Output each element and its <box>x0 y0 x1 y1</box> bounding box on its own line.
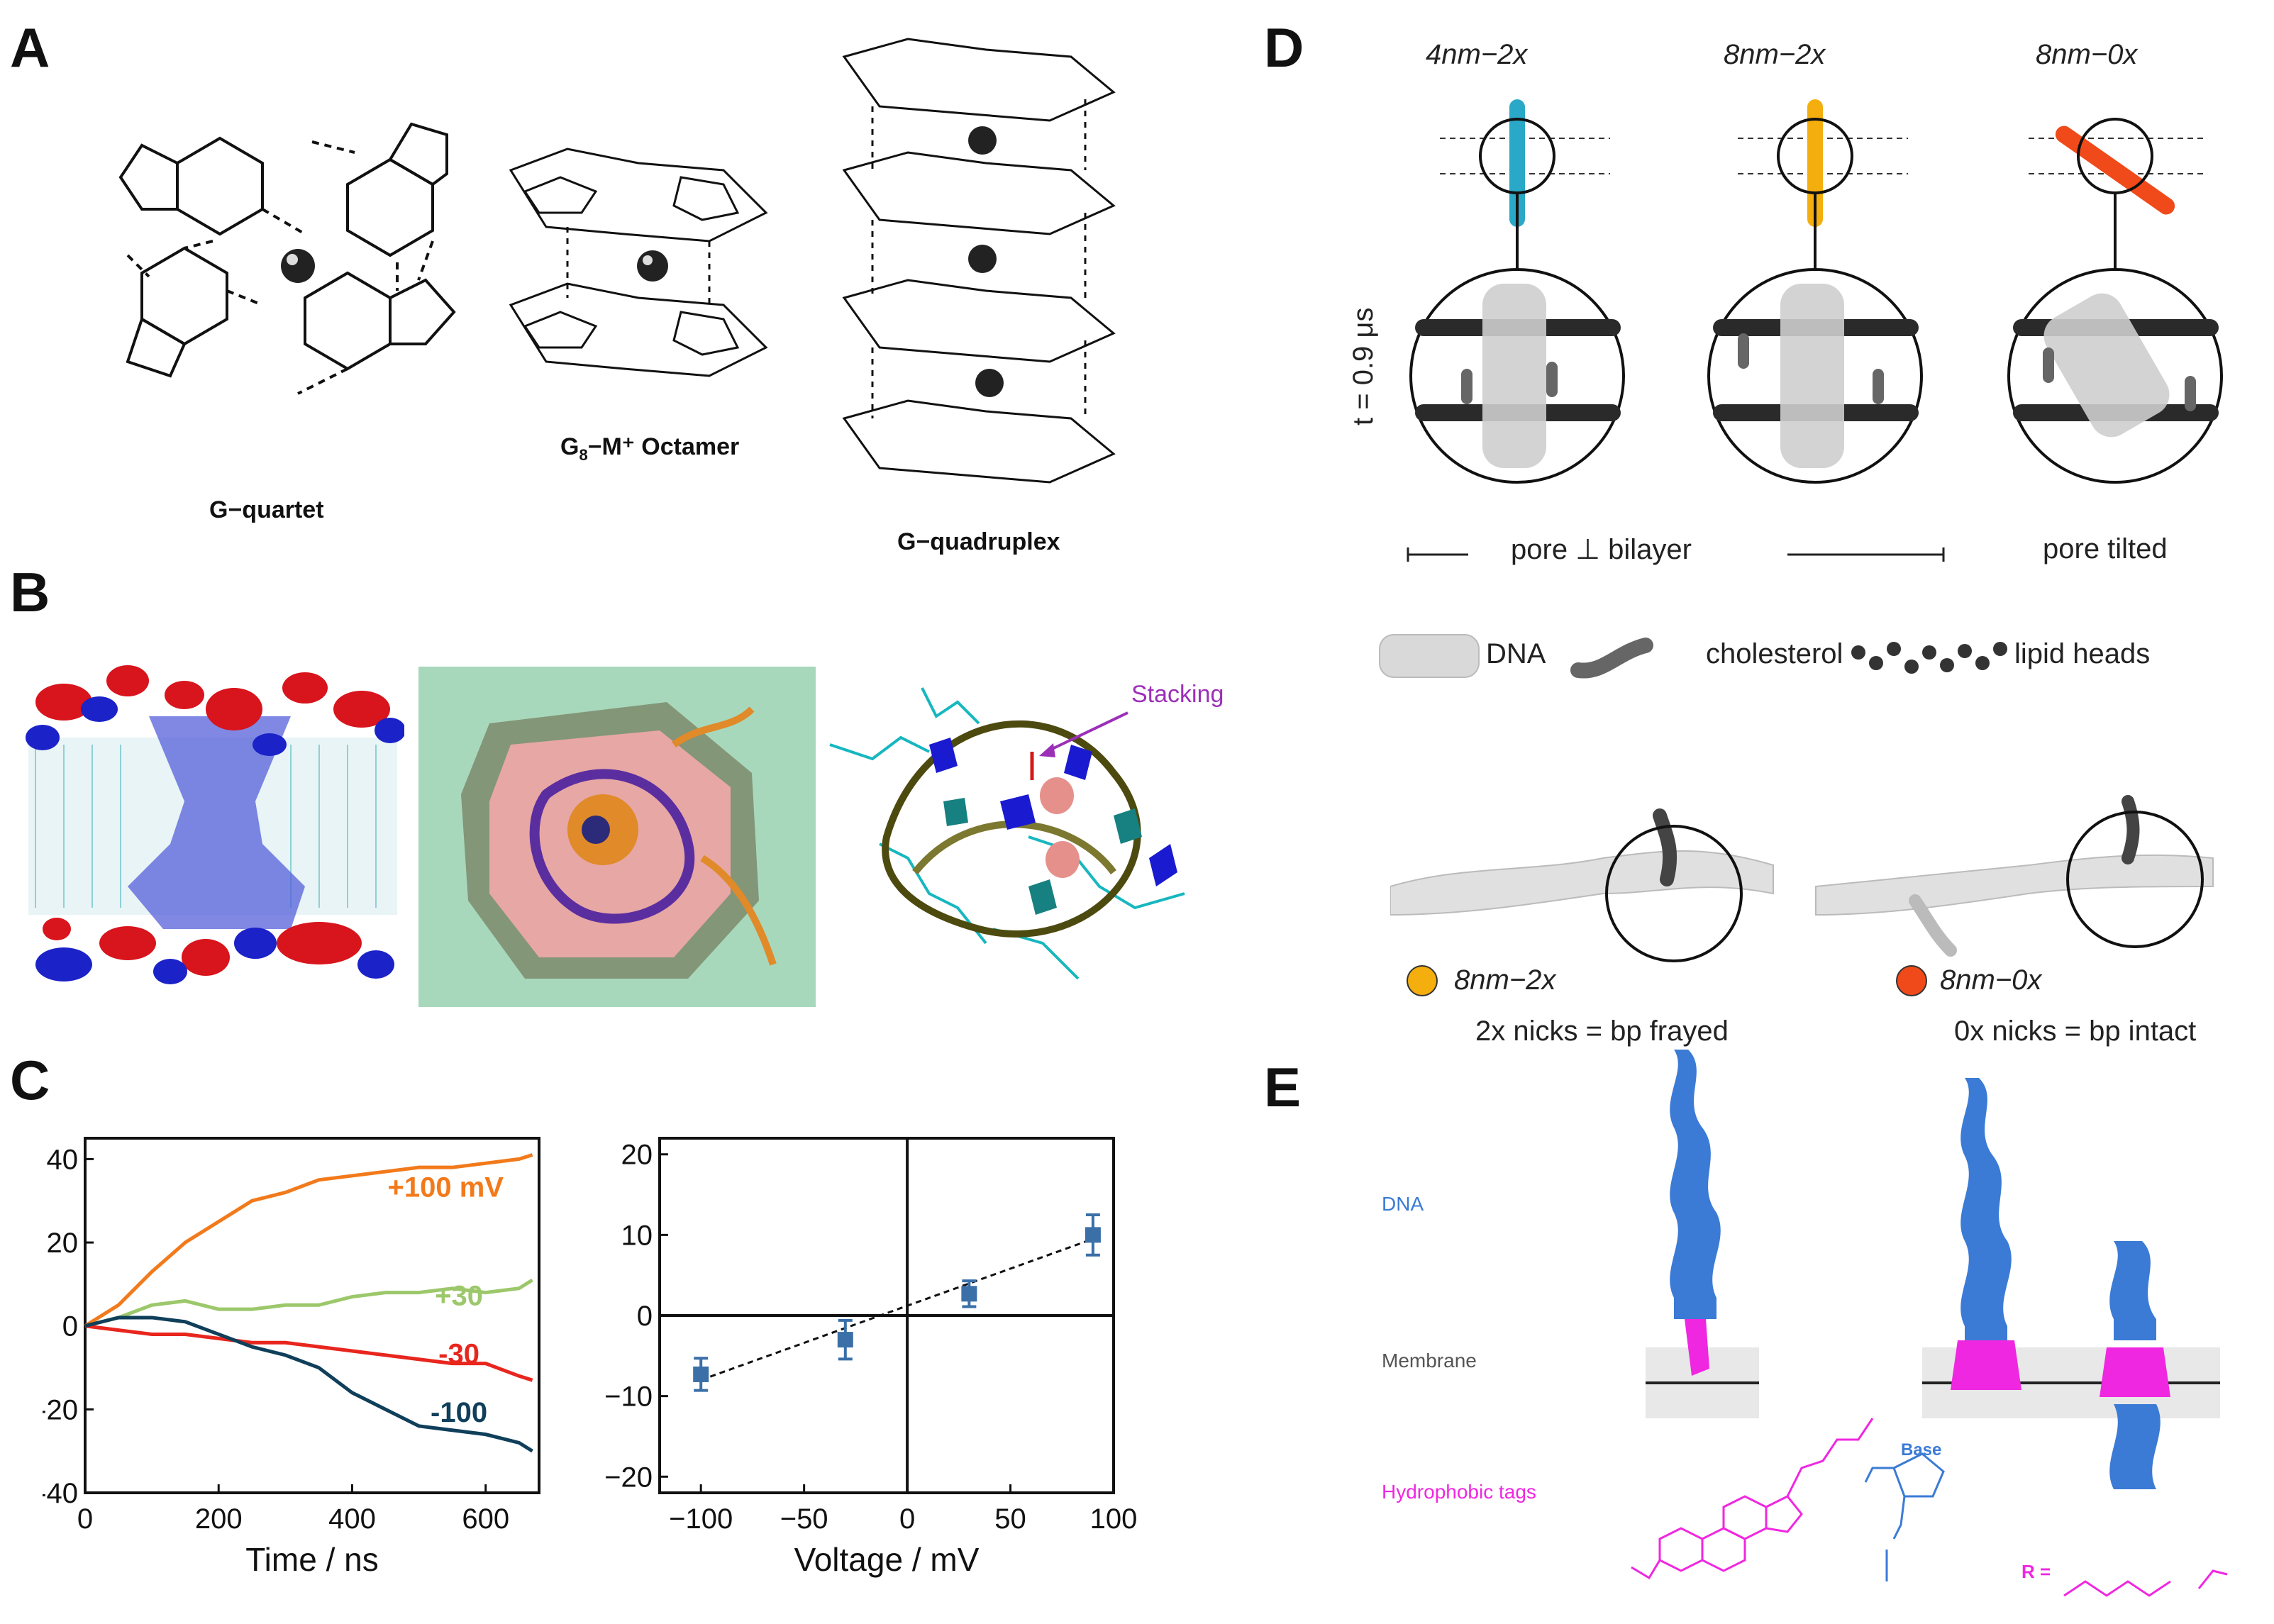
c-left-xlabel: Time / ns <box>245 1541 378 1578</box>
c-left-series-line <box>84 1153 533 1328</box>
c-right-point <box>1085 1227 1101 1243</box>
c-right-xtick-label: 50 <box>994 1503 1026 1535</box>
panel-d-simulation-graphic <box>1407 99 2223 562</box>
d-perp-label: pore ⊥ bilayer <box>1511 534 1692 565</box>
d-col-title-3: 8nm−0x <box>2036 39 2138 70</box>
c-left-ytick-label: 0 <box>62 1311 78 1342</box>
d-time-label: t = 0.9 μs <box>1348 307 1379 426</box>
quadruplex-structure <box>842 38 1116 484</box>
panel-letter-e: E <box>1264 1056 1302 1118</box>
octamer-label-pre: G <box>560 433 579 460</box>
c-left-xtick-label: 0 <box>77 1503 93 1535</box>
panel-letter-b: B <box>10 561 50 623</box>
legend-lipid-label: lipid heads <box>2014 638 2151 669</box>
g-quadruplex-label: G−quadruplex <box>897 528 1060 555</box>
c-left-series-label: +30 <box>435 1280 483 1311</box>
g-quartet-structure <box>118 122 456 395</box>
quadruplex-ion-1 <box>968 126 997 155</box>
c-left-series-label: +100 mV <box>388 1172 504 1203</box>
c-left-series-line <box>84 1278 533 1328</box>
c-right-point <box>961 1286 977 1302</box>
d-bottom-left-title: 8nm−2x <box>1454 964 1556 996</box>
c-left-xtick-label: 200 <box>195 1503 243 1535</box>
d-col-title-2: 8nm−2x <box>1724 39 1826 70</box>
pore-8nm-0x <box>2055 126 2175 215</box>
c-right-fit-line <box>700 1238 1094 1381</box>
pore-8nm-2x <box>1807 99 1823 227</box>
quadruplex-ion-2 <box>968 245 997 273</box>
panel-d-bottom-graphic <box>1390 795 2214 962</box>
panel-b-membrane-render <box>26 665 404 984</box>
c-right-xtick-label: −50 <box>780 1503 828 1535</box>
c-right-point <box>693 1366 709 1382</box>
d-bottom-right-caption: 0x nicks = bp intact <box>1954 1016 2197 1047</box>
octamer-structure <box>509 148 768 377</box>
octamer-label-post: −M⁺ Octamer <box>587 433 740 460</box>
legend-lipid-icon <box>1851 642 2007 674</box>
e-membrane-label: Membrane <box>1382 1350 1477 1372</box>
d-bottom-right-marker <box>1896 965 1927 996</box>
panel-a-graphic <box>118 38 1116 484</box>
panel-letter-c: C <box>10 1049 50 1111</box>
c-right-ytick-label: 0 <box>637 1301 653 1332</box>
panel-e-graphic: Base R = <box>1631 1050 2228 1597</box>
d-legend-icons <box>1379 634 2007 679</box>
c-left-ytick-label: -20 <box>43 1394 78 1425</box>
panel-b-pore-surface-render <box>418 667 816 1007</box>
c-left-series-label: -30 <box>438 1339 479 1370</box>
d-col-title-1: 4nm−2x <box>1426 39 1528 70</box>
panel-letter-d: D <box>1264 16 1304 79</box>
c-left-ytick-label: 40 <box>47 1144 79 1175</box>
d-tilted-label: pore tilted <box>2043 533 2168 564</box>
legend-dna-label: DNA <box>1486 638 1546 669</box>
octamer-ion <box>637 250 668 282</box>
c-left-series-line <box>84 1324 533 1382</box>
g-quartet-label: G−quartet <box>209 496 324 523</box>
c-right-xtick-label: −100 <box>669 1503 733 1535</box>
c-left-plot-frame <box>84 1137 540 1494</box>
e-dna-label: DNA <box>1382 1193 1424 1215</box>
c-left-series-line <box>84 1316 533 1453</box>
pore-4nm-2x <box>1509 99 1525 227</box>
stacking-ion-1 <box>1040 777 1074 814</box>
e-tags-label: Hydrophobic tags <box>1382 1481 1536 1503</box>
stacking-label: Stacking <box>1131 681 1224 708</box>
c-right-ytick-label: −10 <box>604 1381 653 1413</box>
panel-letter-a: A <box>10 16 50 79</box>
legend-dna-icon <box>1379 634 1480 678</box>
c-right-xtick-label: 0 <box>899 1503 915 1535</box>
c-left-xtick-label: 400 <box>328 1503 376 1535</box>
panel-b-stacking-render <box>829 687 1185 980</box>
c-right-ytick-label: −20 <box>604 1462 653 1493</box>
c-left-ytick-label: -40 <box>43 1478 78 1509</box>
g-quartet-ion <box>281 249 315 283</box>
octamer-label-sub: 8 <box>579 445 588 464</box>
legend-cholesterol-icon <box>1570 638 1653 679</box>
c-left-ytick-label: 20 <box>47 1228 79 1259</box>
c-right-xtick-label: 100 <box>1090 1503 1138 1535</box>
e-r-label: R = <box>2021 1561 2051 1582</box>
c-left-xtick-label: 600 <box>462 1503 509 1535</box>
d-bottom-left-marker <box>1407 965 1438 996</box>
c-right-ytick-label: 20 <box>621 1140 653 1171</box>
d-bottom-left-caption: 2x nicks = bp frayed <box>1475 1016 1729 1047</box>
quadruplex-ion-3 <box>975 369 1004 397</box>
e-base-label: Base <box>1901 1440 1941 1459</box>
c-right-point <box>837 1332 853 1348</box>
stacking-ion-2 <box>1046 841 1080 878</box>
c-right-ytick-label: 10 <box>621 1220 653 1251</box>
c-right-xlabel: Voltage / mV <box>794 1541 980 1578</box>
c-left-series-label: -100 <box>431 1397 487 1428</box>
legend-cholesterol-label: cholesterol <box>1706 638 1843 669</box>
d-bottom-right-title: 8nm−0x <box>1940 964 2042 996</box>
octamer-label: G8−M⁺ Octamer <box>560 433 739 465</box>
